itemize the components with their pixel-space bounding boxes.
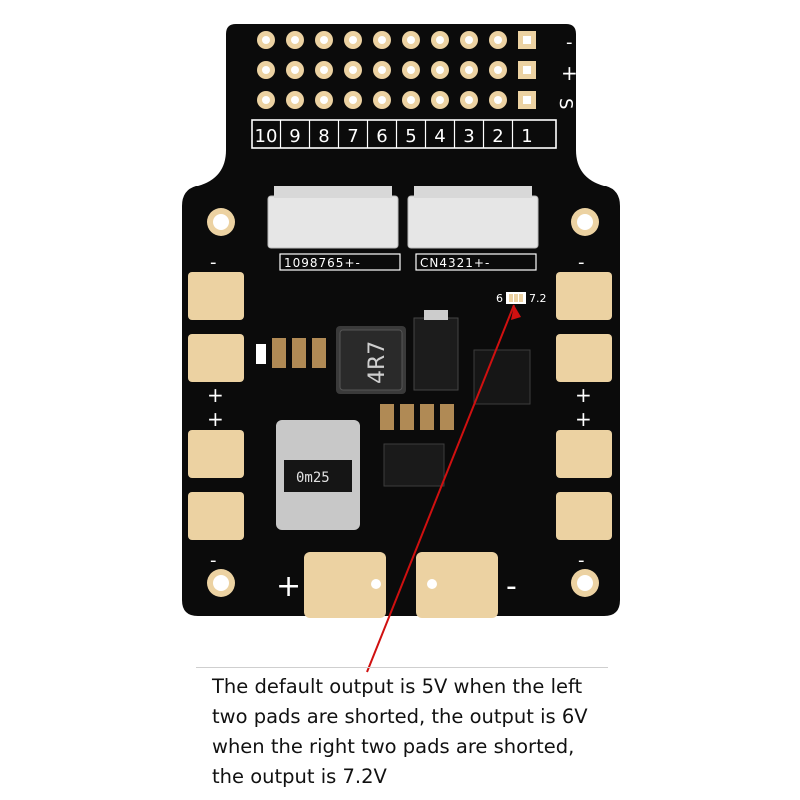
header-number: 1 [521,126,532,147]
bottom-sign-minus: - [506,569,517,604]
side-sign-right: + [575,407,592,431]
header-number: 4 [434,126,445,147]
header-number: 8 [318,126,329,147]
header-number: 2 [492,126,503,147]
side-signs: - + + - - + + - [207,252,592,571]
header-number: 9 [289,126,300,147]
connector-right-label: CN4321+- [420,256,490,270]
header-pin-hole [320,66,328,74]
inductor-4r7: 4R7 [336,326,406,394]
ic-right [473,349,531,405]
caption-line: two pads are shorted, the output is 6V [212,705,588,728]
header-pin-hole [378,36,386,44]
header-pin-hole [262,36,270,44]
header-pin-hole [407,66,415,74]
side-sign-right: - [578,550,585,571]
ic-top [413,310,459,391]
header-number: 6 [376,126,387,147]
mounting-holes [207,208,599,597]
header-pin-hole [291,36,299,44]
bottom-pads: + - [276,552,517,618]
connector-right: CN4321+- [407,186,539,271]
side-sign-right: + [575,383,592,407]
header-number: 7 [347,126,358,147]
header-pin-hole [262,96,270,104]
side-pads-right [556,272,612,540]
side-pads-left [188,272,244,540]
header-row-sign: + [561,61,578,85]
side-sign-left: + [207,383,224,407]
side-sign-left: + [207,407,224,431]
header-pin-hole [291,66,299,74]
caption-divider [196,667,608,668]
header-pin-hole [262,66,270,74]
header-pin-hole [494,96,502,104]
caption-line: The default output is 5V when the left [212,675,583,698]
header-pin-hole [523,36,531,44]
bottom-sign-plus: + [276,569,301,604]
capacitor-row-center [380,404,454,430]
header-pin-hole [349,36,357,44]
header-row-sign: - [566,32,573,53]
side-sign-right: - [578,252,585,273]
jumper-label-right: 7.2 [529,292,547,305]
annotation-caption: The default output is 5V when the left t… [212,672,632,792]
header-pin-hole [465,36,473,44]
header-pin-hole [291,96,299,104]
header-pin-hole [494,66,502,74]
header-row-sign: S [555,98,576,109]
header-pin-hole [320,96,328,104]
capacitor-row-left [256,338,326,368]
header-number: 10 [255,126,278,147]
header-pin-hole [465,96,473,104]
connector-left: 1098765+- [267,186,401,271]
header-pin-hole [523,66,531,74]
header-row-signs: - + S [555,32,578,109]
header-pin-hole [349,66,357,74]
header-pin-hole [320,36,328,44]
side-sign-left: - [210,550,217,571]
shunt-resistor: 0m25 [276,420,360,530]
shunt-label: 0m25 [296,470,330,486]
header-pin-hole [407,96,415,104]
header-pin-hole [407,36,415,44]
header-pin-hole [436,96,444,104]
header-pin-hole [523,96,531,104]
header-pin-grid [257,31,536,109]
header-pin-hole [494,36,502,44]
connector-left-label: 1098765+- [284,256,361,270]
header-number: 5 [405,126,416,147]
header-pin-hole [465,66,473,74]
side-sign-left: - [210,252,217,273]
annotation-arrow [366,304,521,673]
header-pin-hole [378,96,386,104]
pcb-board [182,24,620,616]
caption-line: the output is 7.2V [212,765,387,788]
header-pin-hole [436,36,444,44]
header-number: 3 [463,126,474,147]
caption-line: when the right two pads are shorted, [212,735,575,758]
header-pin-hole [378,66,386,74]
header-pin-hole [349,96,357,104]
voltage-jumper: 6 7.2 [496,292,547,305]
diode [383,443,445,487]
header-pin-hole [436,66,444,74]
inductor-label: 4R7 [365,341,390,384]
jumper-label-left: 6 [496,292,503,305]
